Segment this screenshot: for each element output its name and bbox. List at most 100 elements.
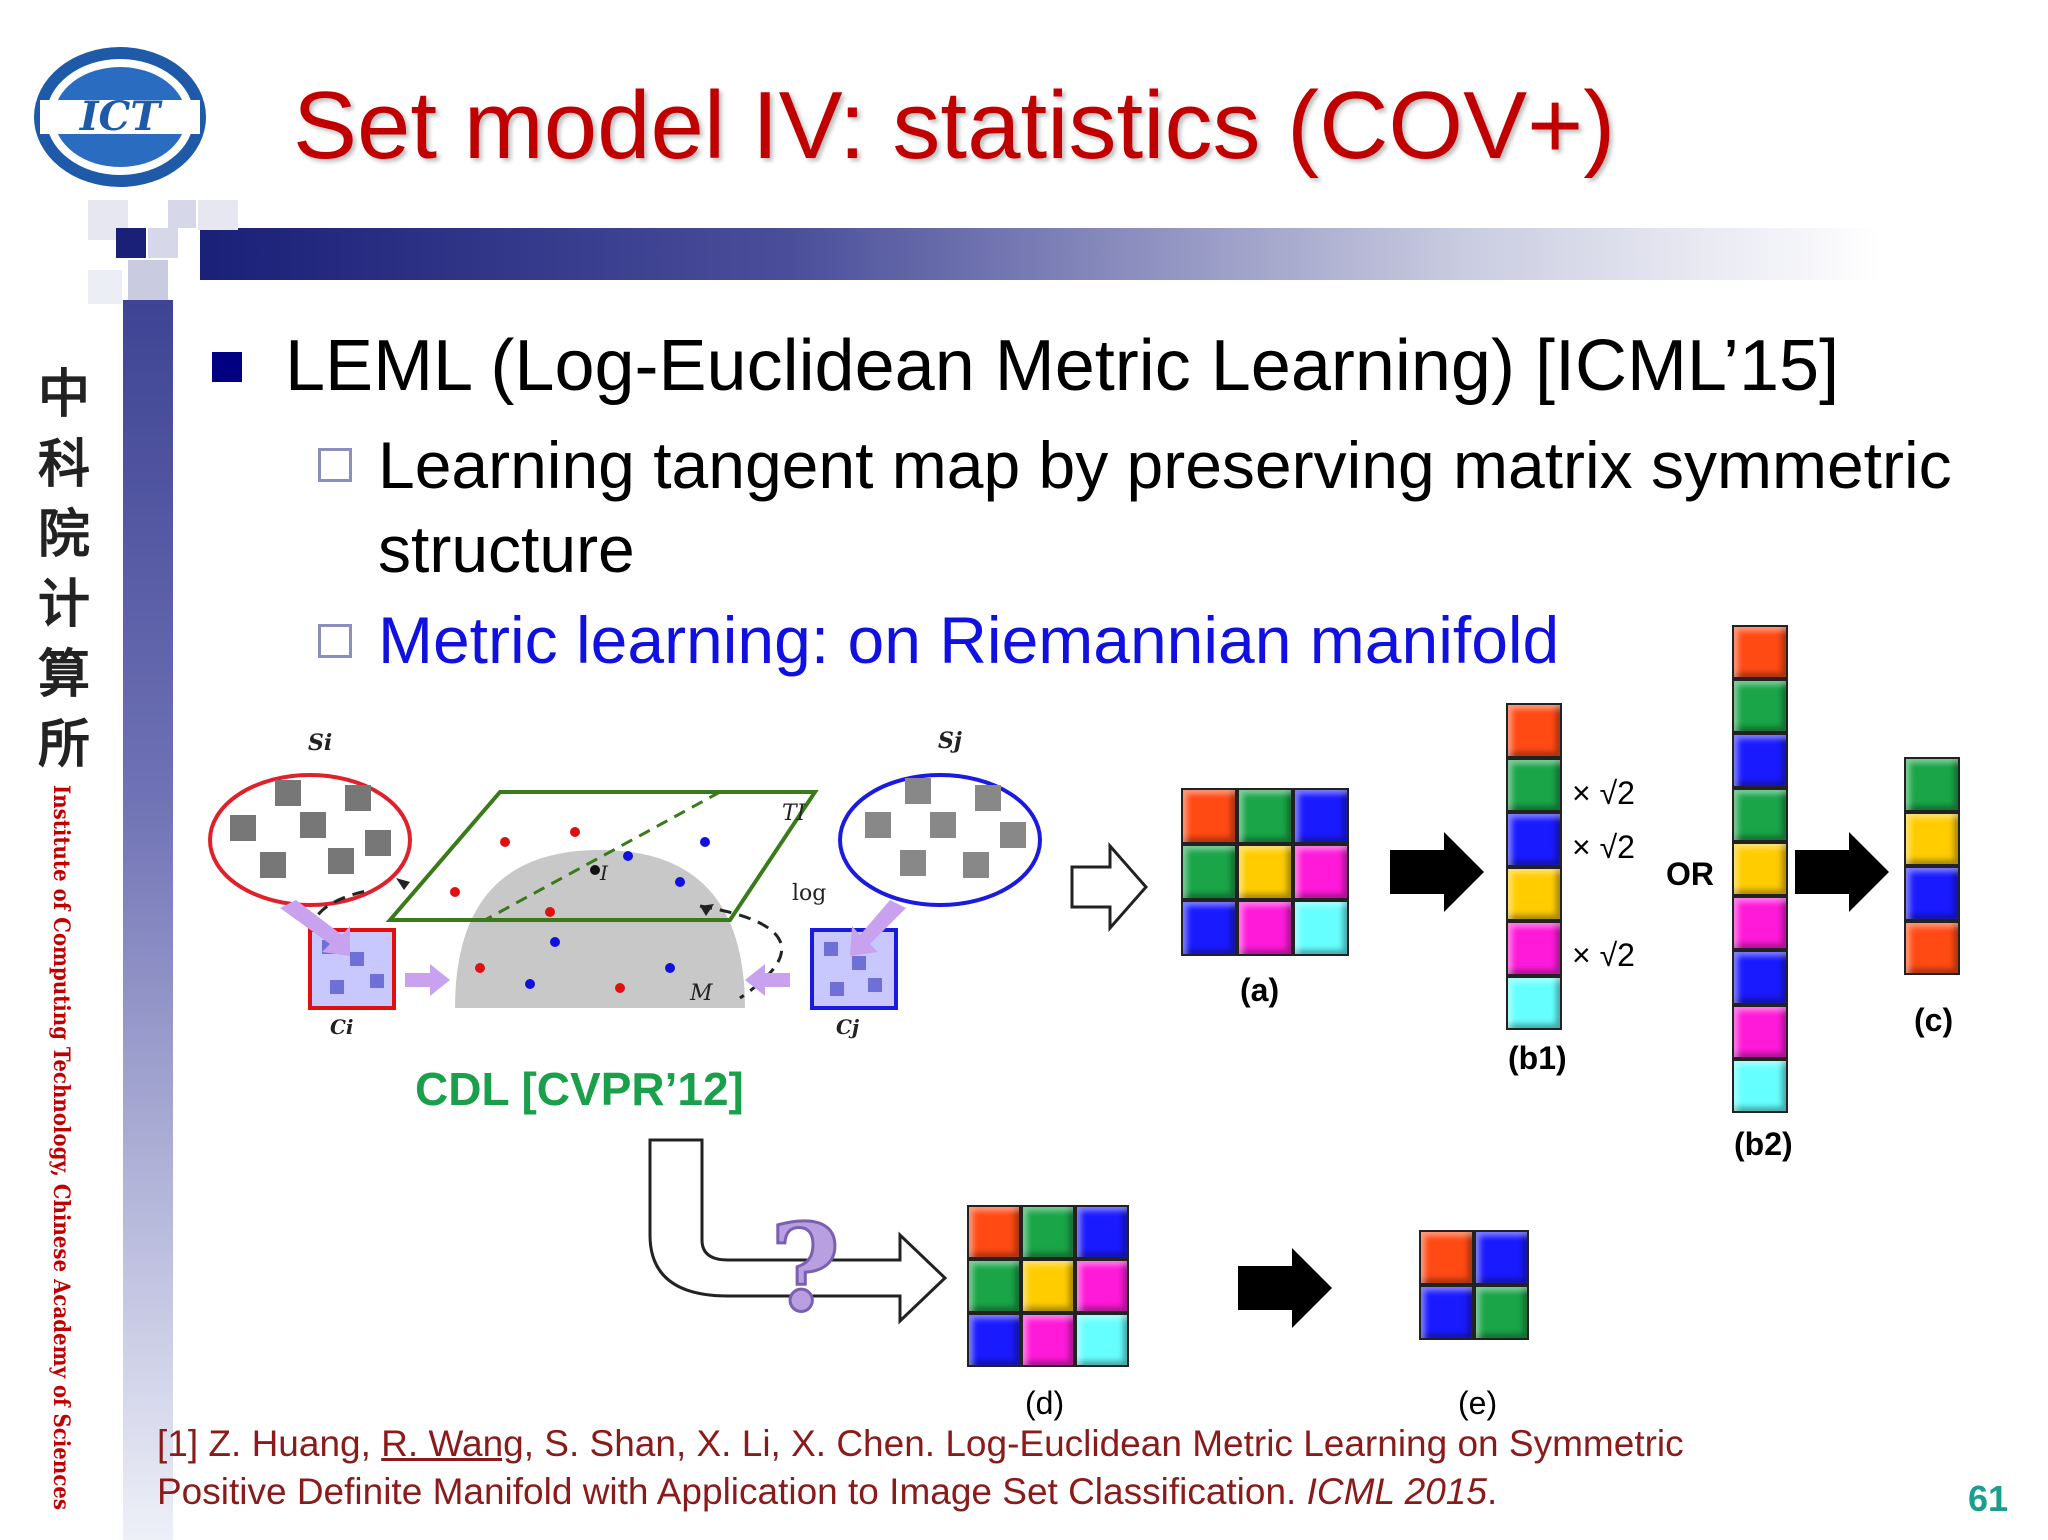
matrix-cell-blue (1474, 1230, 1529, 1285)
matrix-cell-blue (1075, 1205, 1129, 1259)
label-ci: Ci (330, 1015, 354, 1039)
matrix-grid-e (1419, 1230, 1529, 1340)
vector-column-c (1904, 757, 1960, 975)
times-sqrt2-label: × √2 (1572, 775, 1635, 811)
matrix-grid-d (967, 1205, 1129, 1367)
matrix-cell-blue (1181, 900, 1237, 956)
matrix-cell-magenta (1237, 900, 1293, 956)
reference-line-2: Positive Definite Manifold with Applicat… (157, 1468, 1684, 1516)
cn-char: 算 (38, 644, 91, 705)
cn-char: 科 (38, 434, 91, 495)
sub-bullet-1-line-2: structure (378, 512, 635, 586)
reference-line-1: [1] Z. Huang, R. Wang, S. Shan, X. Li, X… (157, 1420, 1684, 1468)
ref-venue: ICML 2015 (1306, 1471, 1487, 1512)
cn-char: 计 (38, 574, 91, 635)
institute-vertical-text: Institute of Computing Technology, Chine… (48, 785, 74, 1510)
matrix-cell-magenta (1293, 844, 1349, 900)
matrix-cell-green (1732, 787, 1788, 842)
matrix-cell-blue (1506, 812, 1562, 867)
side-gradient-bar (123, 300, 173, 1540)
label-si: Si (308, 730, 332, 756)
matrix-cell-blue (1732, 733, 1788, 788)
hollow-square-bullet-icon (318, 624, 352, 658)
question-mark-icon: ? (770, 1198, 840, 1339)
label-m: M (689, 981, 713, 1006)
sample-points (450, 827, 710, 993)
matrix-cell-red (1904, 920, 1960, 975)
cn-char: 院 (38, 504, 91, 565)
cn-char: 中 (38, 364, 91, 425)
main-bullet-text: LEML (Log-Euclidean Metric Learning) [IC… (285, 326, 1840, 406)
institute-name: Institute of Computing Technology, Chine… (48, 785, 74, 1510)
times-sqrt2-label: × √2 (1572, 937, 1635, 973)
slide-title: Set model IV: statistics (COV+) (293, 72, 1616, 179)
label-i: I (599, 861, 609, 885)
curved-outline-arrow-icon: ? (648, 1138, 948, 1341)
face-thumbnails-si (230, 780, 391, 878)
matrix-cell-green (1506, 757, 1562, 812)
matrix-cell-magenta (1506, 921, 1562, 976)
matrix-cell-cyan (1732, 1058, 1788, 1113)
matrix-cell-blue (1419, 1285, 1474, 1340)
times-sqrt2-label: × √2 (1572, 829, 1635, 865)
matrix-cell-magenta (1075, 1259, 1129, 1313)
matrix-cell-blue (1293, 788, 1349, 844)
label-d: (d) (1025, 1385, 1065, 1421)
sub-bullet-1-line-1: Learning tangent map by preserving matri… (378, 428, 1952, 502)
ref-prefix: [1] Z. Huang, (157, 1423, 382, 1464)
matrix-cell-green (1474, 1285, 1529, 1340)
matrix-cell-green (1904, 757, 1960, 812)
outline-arrow-icon (1070, 842, 1148, 932)
black-arrow-icon (1390, 832, 1484, 912)
header-gradient-bar (200, 228, 1880, 280)
label-b2: (b2) (1734, 1126, 1793, 1162)
bullet-square-icon (212, 352, 242, 382)
matrix-cell-red (1732, 625, 1788, 680)
matrix-cell-yellow (1237, 844, 1293, 900)
label-c: (c) (1914, 1002, 1954, 1038)
matrix-cell-magenta (1732, 896, 1788, 951)
label-e: (e) (1458, 1385, 1498, 1421)
matrix-cell-green (1237, 788, 1293, 844)
ict-logo: ICT (34, 47, 206, 187)
or-label: OR (1666, 856, 1714, 892)
matrix-cell-blue (967, 1313, 1021, 1367)
matrix-cell-blue (1904, 866, 1960, 921)
matrix-cell-magenta (1732, 1004, 1788, 1059)
matrix-cell-green (1181, 844, 1237, 900)
matrix-cell-cyan (1075, 1313, 1129, 1367)
matrix-grid-a (1181, 788, 1349, 956)
label-sj: Sj (938, 730, 962, 754)
matrix-cell-blue (1732, 950, 1788, 1005)
logo-text: ICT (79, 93, 164, 140)
author-link[interactable]: R. Wang (381, 1423, 524, 1464)
matrix-cell-yellow (1732, 841, 1788, 897)
chinese-institute-name: 中 科 院 计 算 所 (38, 360, 90, 780)
black-arrow-icon (1795, 832, 1889, 912)
matrix-cell-yellow (1904, 811, 1960, 866)
label-ti: TI (782, 801, 807, 826)
matrix-cell-red (967, 1205, 1021, 1259)
ref-title: Positive Definite Manifold with Applicat… (157, 1471, 1307, 1512)
face-thumbnails-sj (865, 778, 1026, 878)
ref-suffix: , S. Shan, X. Li, X. Chen. Log-Euclidean… (523, 1423, 1684, 1464)
matrix-cell-red (1181, 788, 1237, 844)
matrix-cell-green (1021, 1205, 1075, 1259)
ref-end: . (1486, 1471, 1498, 1512)
black-arrow-icon (1238, 1248, 1332, 1328)
matrix-cell-cyan (1293, 900, 1349, 956)
sub-bullet-2: Metric learning: on Riemannian manifold (378, 603, 1560, 677)
matrix-cell-yellow (1021, 1259, 1075, 1313)
matrix-cell-yellow (1506, 866, 1562, 921)
matrix-cell-green (967, 1259, 1021, 1313)
label-log: log (792, 881, 826, 906)
cdl-manifold-diagram: Si Sj TI I log M Ci Cj (208, 730, 1042, 1039)
label-a: (a) (1240, 972, 1280, 1008)
label-b1: (b1) (1508, 1040, 1567, 1076)
reference-citation: [1] Z. Huang, R. Wang, S. Shan, X. Li, X… (157, 1420, 1684, 1516)
page-number: 61 (1968, 1478, 2009, 1519)
matrix-cell-red (1506, 703, 1562, 758)
matrix-cell-magenta (1021, 1313, 1075, 1367)
vector-column-b2 (1732, 625, 1788, 1113)
matrix-cell-cyan (1506, 975, 1562, 1030)
